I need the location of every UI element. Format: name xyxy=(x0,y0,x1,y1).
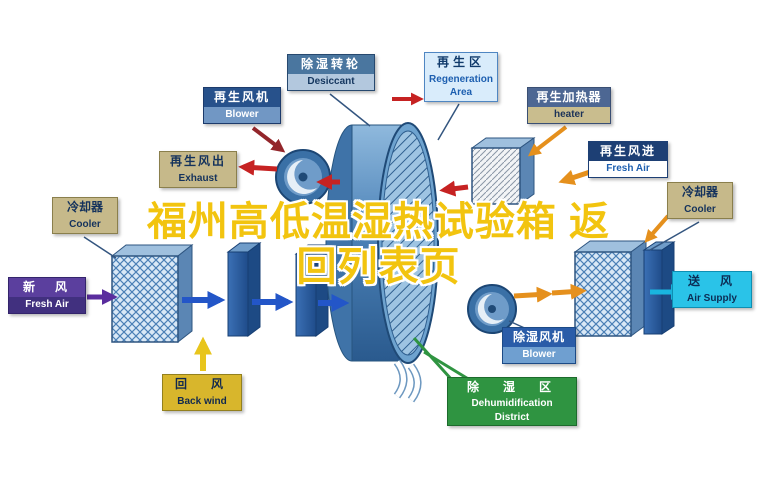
fan-to-exhaust-arrow xyxy=(238,159,278,176)
label-regeneration-blower-en: Blower xyxy=(204,107,280,124)
label-regeneration-exhaust: 再生风出 Exhaust xyxy=(159,151,237,189)
label-fresh-air-inlet-en: Fresh Air xyxy=(9,297,85,314)
label-dehumidify-blower-zh: 除湿风机 xyxy=(503,328,575,348)
dry-air-arrow-1 xyxy=(513,286,553,303)
label-cooler-left-zh: 冷却器 xyxy=(66,200,103,214)
label-fresh-air-inlet-zh: 新 风 xyxy=(9,278,85,298)
label-regeneration-fresh-air-en: Fresh Air xyxy=(589,161,667,178)
label-regeneration-area-zh: 再生区 xyxy=(436,55,485,69)
label-desiccant-wheel: 除湿转轮 Desiccant xyxy=(287,54,375,92)
heater-to-rotor-arrow xyxy=(439,180,469,197)
watermark-title-line2: 回列表页 xyxy=(296,244,461,289)
label-regeneration-heater-zh: 再生加热器 xyxy=(528,88,610,108)
label-back-wind: 回 风 Back wind xyxy=(162,374,242,412)
blower-to-fan-arrow xyxy=(251,126,286,153)
label-air-supply: 送 风 Air Supply xyxy=(672,271,752,309)
label-back-wind-zh: 回 风 xyxy=(174,377,229,391)
label-regeneration-heater: 再生加热器 heater xyxy=(527,87,611,125)
label-dehumidify-blower: 除湿风机 Blower xyxy=(502,327,576,365)
label-cooler-left: 冷却器 Cooler xyxy=(52,197,118,235)
label-dehumidification-district-en2: District xyxy=(494,412,530,424)
label-dehumidify-blower-en: Blower xyxy=(503,347,575,364)
desiccant-rotor-cylinder xyxy=(325,122,439,403)
label-regeneration-exhaust-zh: 再生风出 xyxy=(169,154,226,168)
label-desiccant-wheel-zh: 除湿转轮 xyxy=(288,55,374,75)
watermark-title: 福州高低温湿热试验箱 返 回列表页 xyxy=(0,200,757,290)
airflow-arrows xyxy=(87,92,687,371)
label-desiccant-wheel-en: Desiccant xyxy=(288,74,374,91)
dry-air-arrow-2 xyxy=(551,283,587,300)
regeneration-fan xyxy=(275,149,331,205)
process-plate-left-2 xyxy=(294,244,330,337)
label-dehumidification-district: 除 湿 区 Dehumidification District xyxy=(447,377,577,427)
label-regeneration-fresh-air: 再生风进 Fresh Air xyxy=(588,141,668,179)
process-fan xyxy=(467,284,517,334)
label-cooler-right: 冷却器 Cooler xyxy=(667,182,733,220)
label-regeneration-fresh-air-zh: 再生风进 xyxy=(589,142,667,162)
label-cooler-right-zh: 冷却器 xyxy=(681,185,718,199)
label-dehumidification-district-en1: Dehumidification xyxy=(471,398,553,410)
label-back-wind-en: Back wind xyxy=(177,396,227,408)
label-regeneration-heater-en: heater xyxy=(528,107,610,124)
cooler-right-arrow xyxy=(644,214,670,243)
label-regeneration-area: 再生区 Regeneration Area xyxy=(424,52,498,103)
label-cooler-right-en: Cooler xyxy=(684,204,716,216)
heater-label-arrow xyxy=(527,125,568,157)
label-dehumidification-district-zh: 除 湿 区 xyxy=(466,380,557,394)
watermark-title-line1: 福州高低温湿热试验箱 返 xyxy=(146,200,611,244)
label-regeneration-exhaust-en: Exhaust xyxy=(178,173,218,185)
label-cooler-left-en: Cooler xyxy=(69,219,101,231)
process-plate-left-1 xyxy=(226,242,262,337)
regeneration-heater-box xyxy=(470,137,536,205)
cooling-coil-left xyxy=(110,243,194,344)
label-regeneration-blower: 再生风机 Blower xyxy=(203,87,281,125)
label-regeneration-blower-zh: 再生风机 xyxy=(204,88,280,108)
label-air-supply-en: Air Supply xyxy=(686,293,737,305)
label-regeneration-area-en: Regeneration Area xyxy=(429,74,493,99)
district-pointer-lines xyxy=(412,336,471,382)
label-fresh-air-inlet: 新 风 Fresh Air xyxy=(8,277,86,315)
label-air-supply-zh: 送 风 xyxy=(687,274,736,288)
